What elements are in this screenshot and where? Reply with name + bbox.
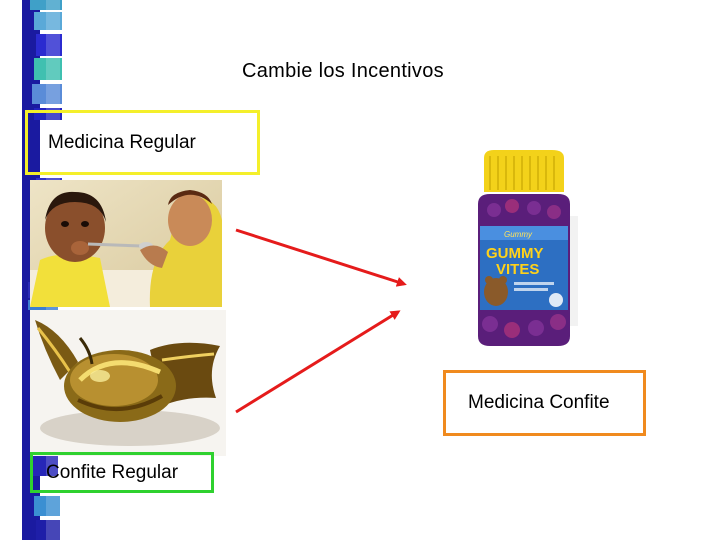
arrow-medicine-to-vitamins bbox=[235, 228, 407, 287]
gummy-vitamins-photo: Gummy GUMMY VITES bbox=[460, 146, 585, 356]
regular-candy-label: Confite Regular bbox=[46, 461, 179, 483]
regular-candy-label-box: Confite Regular bbox=[30, 452, 214, 493]
candy-medicine-label: Medicina Confite bbox=[468, 392, 610, 413]
slide-title: Cambie los Incentivos bbox=[242, 60, 444, 82]
regular-medicine-label: Medicina Regular bbox=[48, 131, 196, 153]
jar-product-line-2: VITES bbox=[496, 261, 539, 278]
jar-product-line-1: GUMMY bbox=[486, 245, 544, 262]
child-medicine-photo bbox=[30, 180, 222, 307]
regular-medicine-label-box: Medicina Regular bbox=[25, 110, 260, 175]
candy-medicine-label-box: Medicina Confite bbox=[443, 370, 646, 436]
wrapped-candy-photo bbox=[30, 310, 226, 456]
arrow-candy-to-vitamins bbox=[235, 310, 401, 414]
jar-brand-text: Gummy bbox=[504, 230, 533, 239]
